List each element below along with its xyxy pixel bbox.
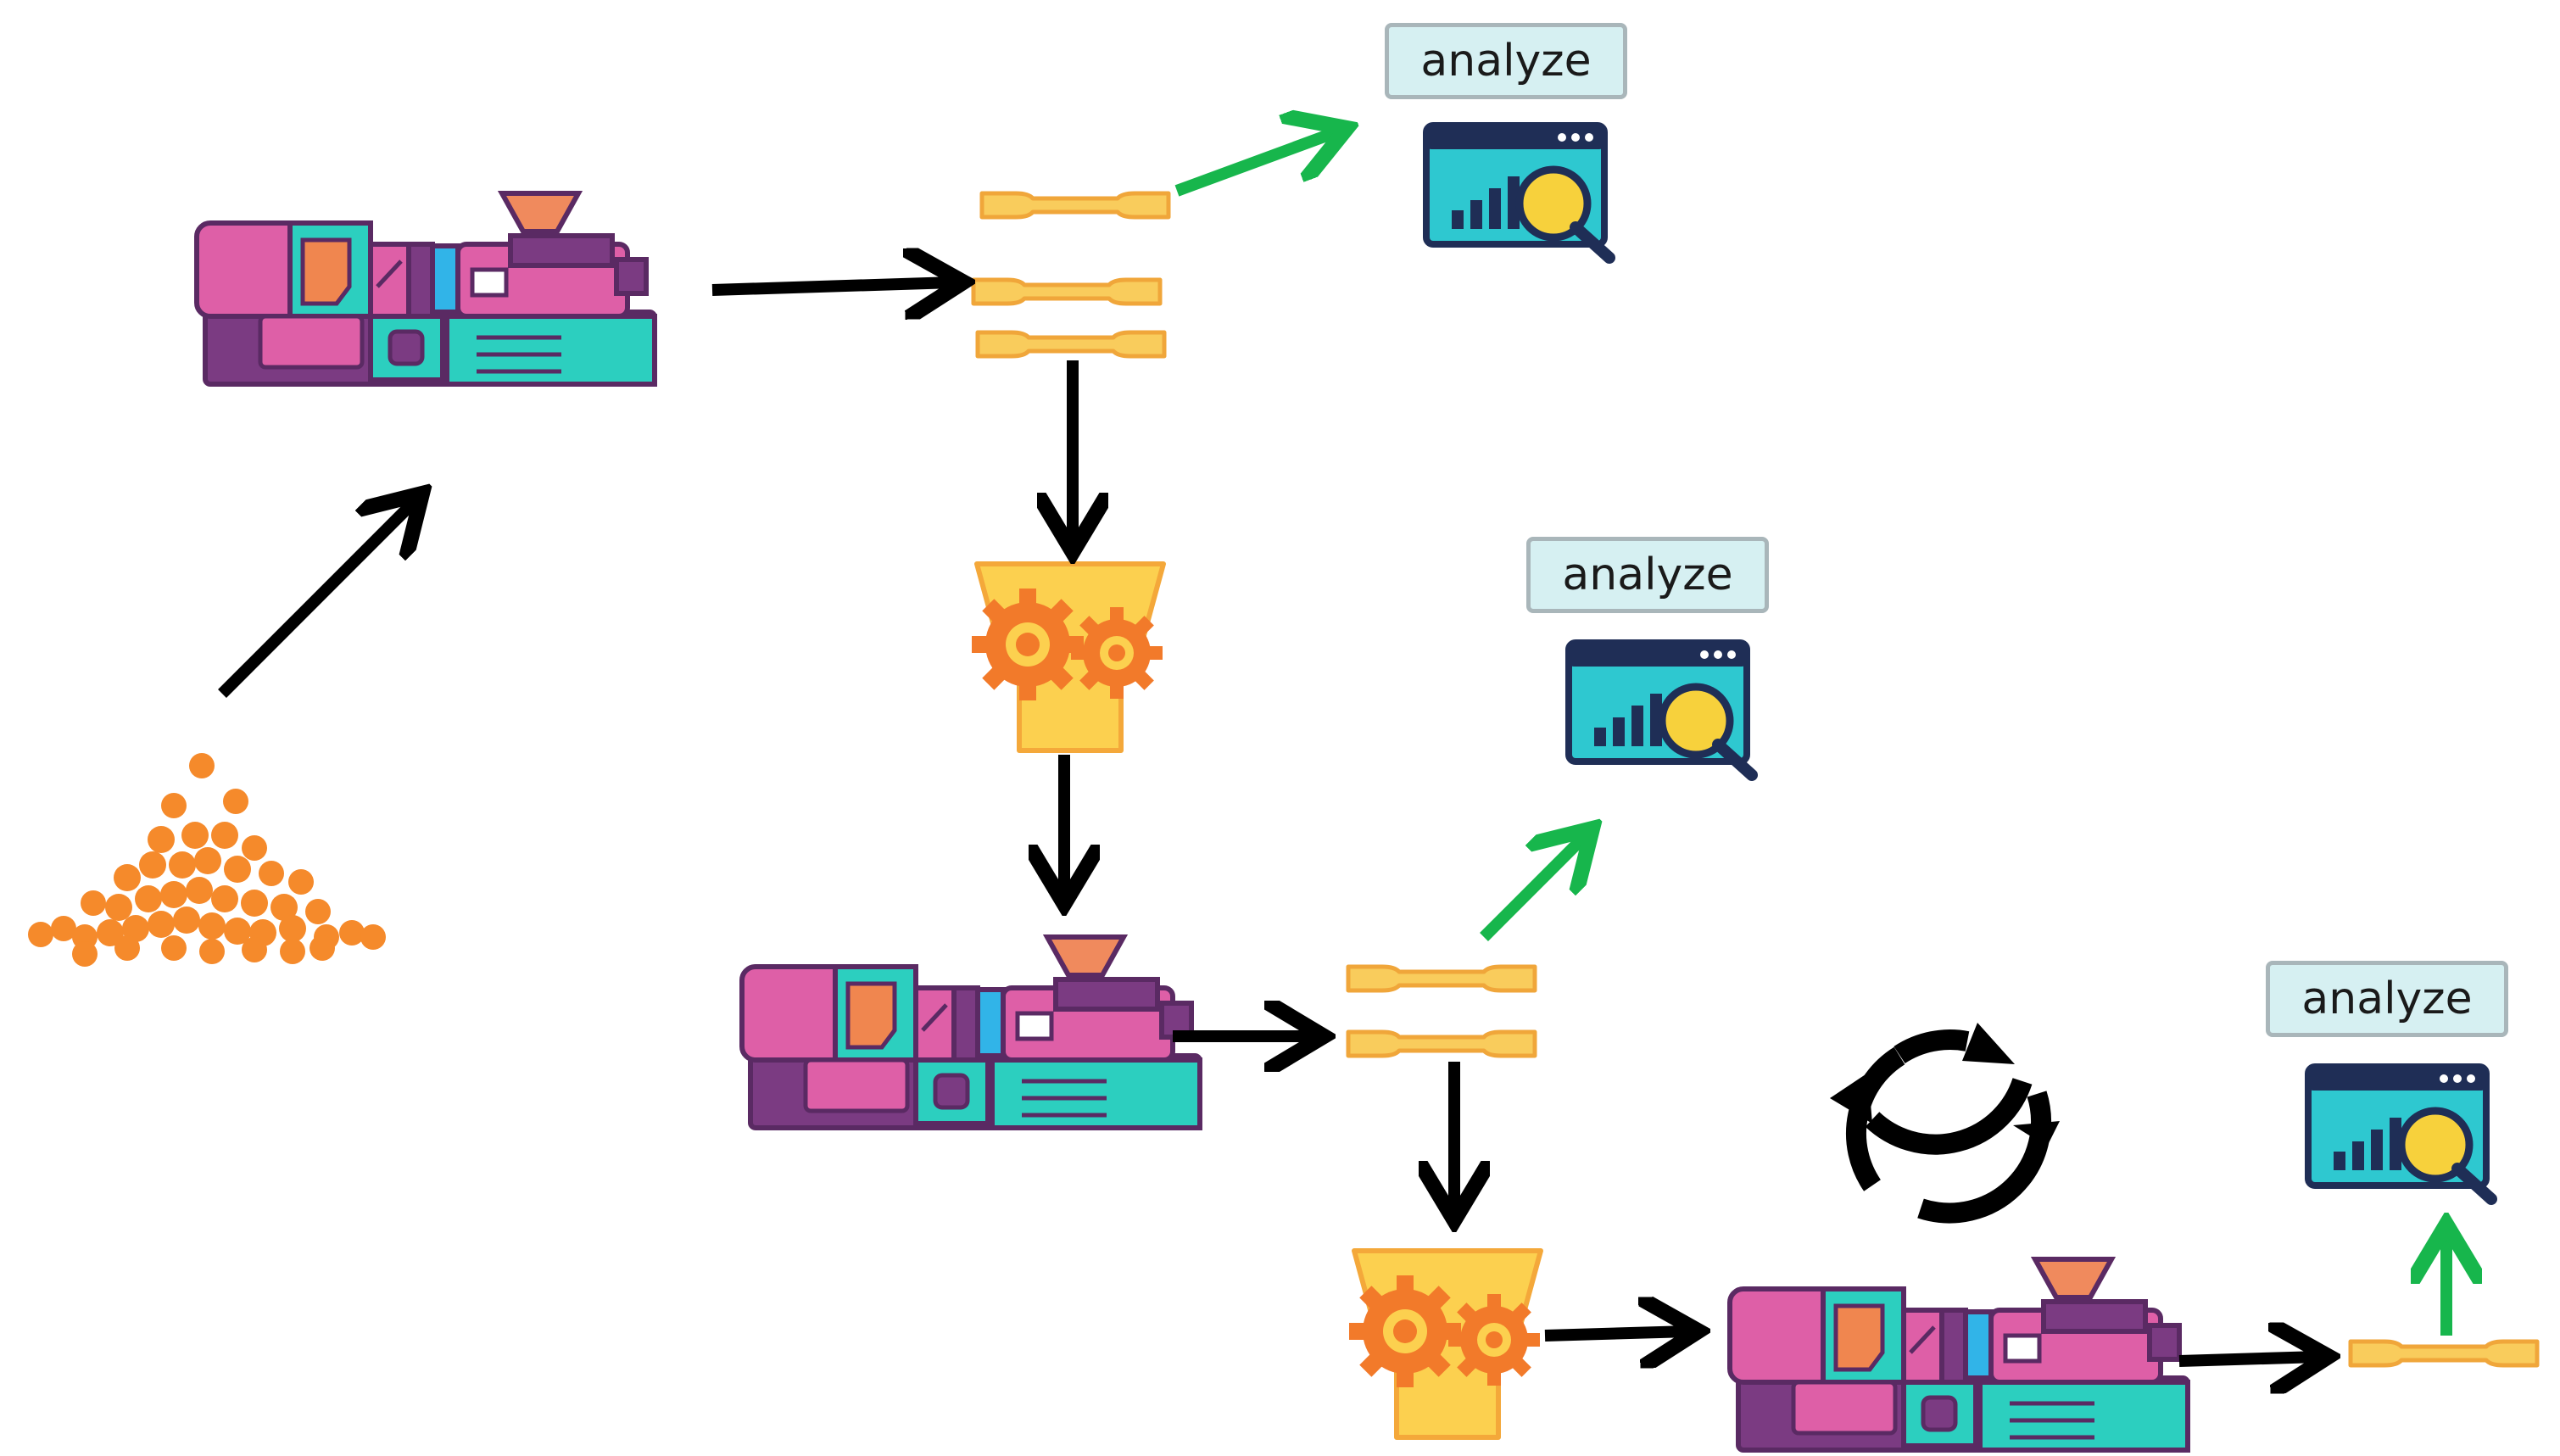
tensile-test-specimen-icon [978,332,1164,356]
analysis-monitor-icon [1569,643,1752,775]
analyze-label: analyze [1385,23,1627,99]
flow-arrow [218,500,416,698]
analysis-arrow [1480,835,1586,941]
tensile-test-specimen-icon [973,280,1160,304]
tensile-test-specimen-icon [982,193,1168,217]
injection-molding-machine-icon [1730,1259,2188,1450]
flow-arrow [1544,1331,1689,1336]
injection-molding-machine-icon [197,193,655,384]
tensile-test-specimen-icon [1348,967,1535,990]
flow-arrow [711,282,954,290]
shredder-grinder-icon [972,564,1163,750]
tensile-test-specimen-icon [1348,1032,1535,1056]
injection-molding-machine-icon [742,937,1200,1128]
tensile-test-specimen-icon [2351,1342,2537,1365]
analyze-label: analyze [2266,961,2508,1037]
analysis-arrow [1174,131,1338,197]
recycle-loop-icon [1830,1023,2060,1224]
flow-arrow [2178,1357,2319,1361]
analysis-monitor-icon [2308,1067,2491,1199]
shredder-grinder-icon [1349,1251,1541,1437]
plastic-pellets-icon [28,753,386,967]
analysis-monitor-icon [1426,126,1609,258]
analyze-label: analyze [1526,537,1769,613]
